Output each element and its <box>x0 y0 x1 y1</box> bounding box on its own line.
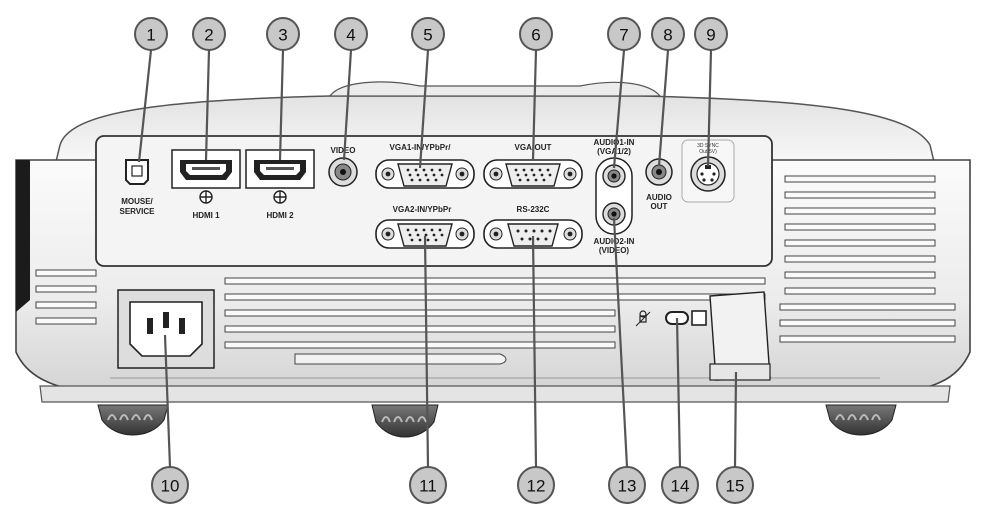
ventilation-grille-right <box>779 175 956 343</box>
callout-14-badge <box>661 466 699 504</box>
callout-3-badge <box>266 17 300 51</box>
hdmi-1-port <box>171 149 241 204</box>
callout-15: 15 <box>726 477 745 496</box>
callout-10: 10 <box>161 477 180 496</box>
video-rca-port <box>328 157 358 187</box>
callout-4: 4 <box>346 26 355 45</box>
3d-sync-port <box>681 139 735 203</box>
vga-out-port <box>483 159 583 189</box>
callout-5-badge <box>411 17 445 51</box>
callout-9-badge <box>694 17 728 51</box>
callout-7: 7 <box>619 26 628 45</box>
callout-1: 1 <box>146 26 155 45</box>
vga2-in-label: VGA2-IN/YPbPr <box>393 205 452 214</box>
left-foot <box>97 404 169 436</box>
callout-2-badge <box>192 17 226 51</box>
right-foot <box>825 404 897 436</box>
ventilation-grille-left <box>35 269 97 325</box>
callout-3: 3 <box>278 26 287 45</box>
video-label: VIDEO <box>331 146 356 155</box>
center-foot <box>371 404 439 438</box>
callout-badges <box>134 17 754 504</box>
callout-11: 11 <box>419 477 437 496</box>
mouse-service-label-2: SERVICE <box>120 207 156 216</box>
audio2-in-label-2: (VIDEO) <box>599 246 630 255</box>
ac-power-socket <box>117 289 215 369</box>
callout-11-badge <box>409 466 447 504</box>
callout-leaders <box>137 49 738 468</box>
callout-7-badge <box>607 17 641 51</box>
hdmi-2-label: HDMI 2 <box>266 211 294 220</box>
usb-service-port <box>125 159 149 185</box>
callout-10-badge <box>151 466 189 504</box>
callout-5: 5 <box>423 26 432 45</box>
callout-2: 2 <box>204 26 213 45</box>
callout-13-badge <box>608 466 646 504</box>
audio-out-label-2: OUT <box>651 202 668 211</box>
callout-1-badge <box>134 17 168 51</box>
audio1-in-label-1: AUDIO1-IN <box>594 138 635 147</box>
hdmi-1-label: HDMI 1 <box>192 211 220 220</box>
callout-numbers: 1 2 3 4 5 6 7 8 9 10 11 12 13 14 15 <box>146 26 744 496</box>
callout-12-badge <box>517 466 555 504</box>
callout-13: 13 <box>618 477 637 496</box>
audio2-in-label-1: AUDIO2-IN <box>594 237 635 246</box>
audio-out-jack <box>645 158 673 186</box>
callout-12: 12 <box>527 477 546 496</box>
callout-9: 9 <box>706 26 715 45</box>
vga1-in-port <box>375 159 475 189</box>
projector-feet <box>97 404 897 438</box>
callout-14: 14 <box>671 477 690 496</box>
callout-8-badge <box>651 17 685 51</box>
audio-out-label-1: AUDIO <box>646 193 672 202</box>
callout-6: 6 <box>531 26 540 45</box>
security-bar <box>709 291 771 381</box>
mouse-service-label-1: MOUSE/ <box>121 197 153 206</box>
callout-8: 8 <box>663 26 672 45</box>
audio1-in-label-2: (VGA1/2) <box>597 147 631 156</box>
callout-6-badge <box>519 17 553 51</box>
rs232c-label: RS-232C <box>517 205 550 214</box>
callout-4-badge <box>334 17 368 51</box>
callout-15-badge <box>716 466 754 504</box>
